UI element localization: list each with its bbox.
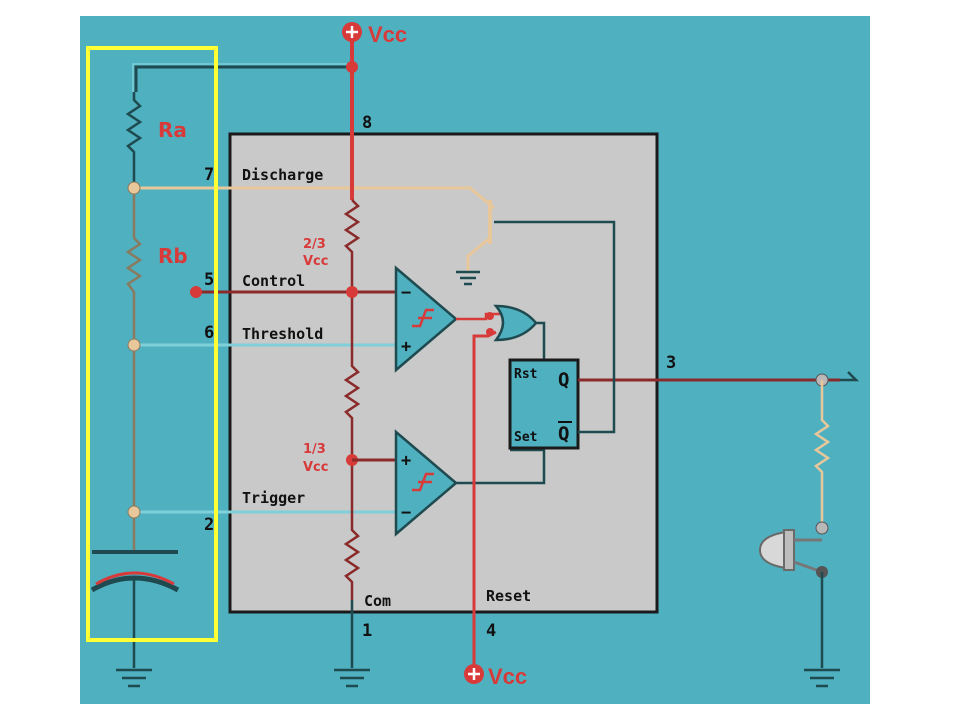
- label-divider-lower-fraction: 1/3: [303, 442, 326, 457]
- node-threshold: [127, 338, 141, 352]
- node-discharge: [127, 181, 141, 195]
- transistor-emitter: [466, 236, 491, 272]
- flipflop-qbar: Q: [558, 423, 569, 445]
- label-threshold: Threshold: [242, 325, 323, 343]
- resistor-ra: [125, 92, 143, 188]
- ground-symbol-capacitor: [116, 668, 152, 688]
- wire-top-rail-hi: [132, 63, 352, 92]
- wire-top-rail: [134, 65, 352, 92]
- flipflop-rst: Rst: [514, 367, 537, 382]
- wire-comp-lower-out: [456, 448, 546, 485]
- label-trigger: Trigger: [242, 489, 305, 507]
- comparator-upper-minus: −: [401, 283, 411, 303]
- node-vcc-top: [346, 61, 358, 73]
- node-reset-gate: [486, 328, 494, 336]
- resistor-divider-bottom: [343, 460, 361, 600]
- label-divider-upper-fraction: 2/3: [303, 237, 326, 252]
- flip-flop: [508, 358, 580, 450]
- label-com: Com: [364, 592, 391, 610]
- comparator-upper-glyph: [412, 308, 434, 328]
- label-divider-lower-vcc: Vcc: [303, 460, 328, 475]
- pin-5: 5: [204, 270, 214, 290]
- pin-3: 3: [666, 353, 676, 373]
- node-divider-upper: [346, 286, 358, 298]
- label-reset: Reset: [486, 587, 531, 605]
- comparator-lower-minus: −: [401, 503, 411, 523]
- label-control: Control: [242, 272, 305, 290]
- ic-555-body: [228, 132, 659, 614]
- ground-symbol-led: [804, 668, 840, 688]
- wire-output-arrow: [840, 371, 860, 382]
- flipflop-set: Set: [514, 430, 537, 445]
- label-discharge: Discharge: [242, 166, 323, 184]
- resistor-output: [813, 380, 831, 528]
- pin-7: 7: [204, 165, 214, 185]
- pin-1: 1: [362, 621, 372, 641]
- vcc-top-label: Vcc: [368, 22, 407, 47]
- vcc-top-plus: [346, 26, 358, 38]
- vcc-bottom-plus: [468, 668, 480, 680]
- capacitor-curved-plate-red: [95, 571, 175, 586]
- highlight-box-external-rc: [86, 46, 218, 642]
- label-rb: Rb: [158, 244, 188, 268]
- pin-2: 2: [204, 515, 214, 535]
- comparator-upper-plus: +: [401, 337, 411, 357]
- label-divider-upper-vcc: Vcc: [303, 254, 328, 269]
- node-comp-upper-out: [486, 312, 494, 320]
- wire-discharge: [134, 186, 495, 210]
- node-trigger: [127, 505, 141, 519]
- vcc-bottom-label: Vcc: [488, 664, 527, 689]
- pin-4: 4: [486, 621, 496, 641]
- comparator-lower-plus: +: [401, 451, 411, 471]
- ground-symbol-com: [334, 668, 370, 688]
- resistor-rb: [125, 188, 143, 345]
- led-body: [758, 530, 787, 570]
- wire-qbar-feedback: [494, 220, 616, 434]
- pin-8: 8: [362, 113, 372, 133]
- comparator-lower-glyph: [412, 472, 434, 492]
- flipflop-q: Q: [558, 369, 569, 391]
- resistor-divider-top: [343, 199, 361, 292]
- or-gate: [493, 304, 538, 342]
- node-led-anode: [815, 521, 829, 535]
- resistor-divider-mid: [343, 292, 361, 460]
- label-ra: Ra: [158, 118, 187, 142]
- pin-6: 6: [204, 323, 214, 343]
- node-control-terminal: [190, 286, 202, 298]
- led-base: [783, 529, 795, 571]
